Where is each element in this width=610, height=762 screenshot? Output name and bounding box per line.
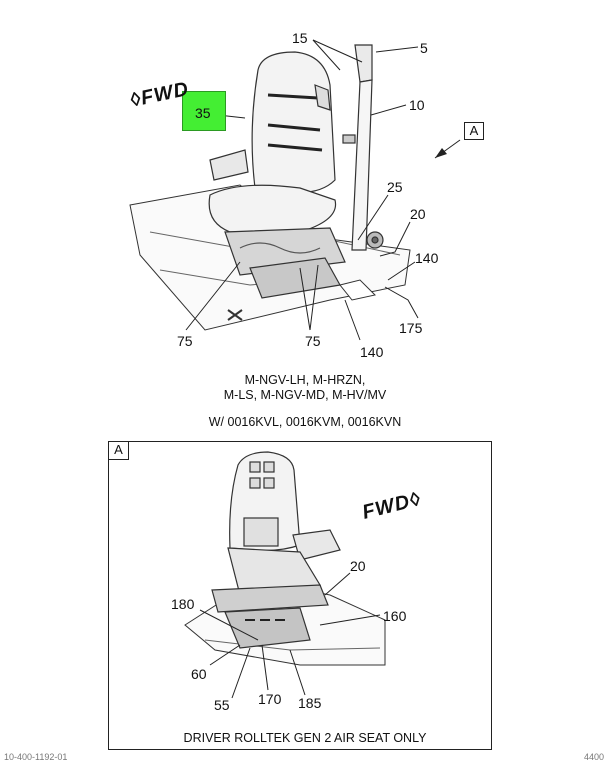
callout-140-lower: 140 [360, 344, 384, 360]
applicability-note: W/ 0016KVL, 0016KVM, 0016KVN [208, 415, 402, 429]
footer-doc-number: 10-400-1192-01 [4, 752, 68, 762]
callout-75-right: 75 [305, 333, 321, 349]
seat-detail [211, 451, 341, 649]
model-line-1: M-NGV-LH, M-HRZN, [244, 373, 366, 387]
callout-20: 20 [410, 206, 426, 222]
callout-detail-20: 20 [350, 558, 366, 574]
callout-180: 180 [171, 596, 195, 612]
leader-lines-detail [199, 572, 381, 699]
footer-page-ref: 4400 [584, 752, 605, 762]
callout-140-upper: 140 [415, 250, 439, 266]
callout-5: 5 [420, 40, 428, 56]
detail-caption: DRIVER ROLLTEK GEN 2 AIR SEAT ONLY [183, 731, 427, 745]
callout-175: 175 [399, 320, 423, 336]
detail-view-a: A [108, 441, 492, 750]
seat-top [208, 51, 346, 299]
seat-belt-top [342, 44, 384, 251]
callout-60: 60 [191, 666, 207, 682]
detail-marker-a: A [109, 442, 129, 460]
callout-170: 170 [258, 691, 282, 707]
highlighted-callout-35[interactable]: 35 [182, 91, 226, 131]
callout-55: 55 [214, 697, 230, 713]
callout-25: 25 [387, 179, 403, 195]
callout-10: 10 [409, 97, 425, 113]
callout-35: 35 [195, 105, 211, 121]
leader-lines-top [185, 39, 461, 341]
model-line-2: M-LS, M-NGV-MD, M-HV/MV [223, 388, 387, 402]
callout-15: 15 [292, 30, 308, 46]
view-arrow-a [435, 148, 447, 158]
callout-185: 185 [298, 695, 322, 711]
view-marker-a[interactable]: A [464, 122, 484, 140]
callout-160: 160 [383, 608, 407, 624]
callout-75-left: 75 [177, 333, 193, 349]
